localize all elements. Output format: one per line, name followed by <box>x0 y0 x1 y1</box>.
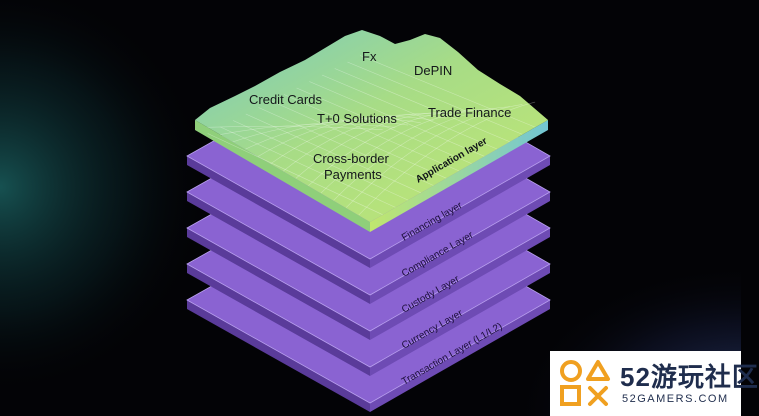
terrain-grid-line <box>232 120 409 143</box>
stack-layer-side-left <box>187 228 370 340</box>
terrain-grid-line <box>245 118 421 150</box>
terrain-grid-line <box>207 125 383 130</box>
app-item-trade-finance: Trade Finance <box>428 105 511 120</box>
terrain-grid-line <box>347 61 523 135</box>
application-layer-side-right <box>370 120 548 232</box>
app-item-cross-border: Cross-border <box>313 151 390 166</box>
terrain-grid <box>207 55 536 216</box>
terrain-grid-line <box>207 133 383 215</box>
application-layer-terrain <box>195 30 548 222</box>
terrain-grid-line <box>309 81 485 157</box>
app-item-fx: Fx <box>362 49 377 64</box>
stack-layer-side-left <box>187 192 370 304</box>
terrain-grid-line <box>270 114 447 165</box>
app-item-payments: Payments <box>324 167 382 182</box>
terrain-grid-line <box>321 74 498 150</box>
watermark: 52游玩社区 52GAMERS.COM <box>550 351 758 416</box>
terrain-grid-line <box>334 68 510 142</box>
diagram-canvas: Transaction Layer (L1/L2)Currency LayerC… <box>0 0 741 416</box>
terrain-grid-line <box>358 101 536 216</box>
gamepad-buttons-icon <box>560 360 610 406</box>
watermark-site: 52GAMERS.COM <box>622 393 729 405</box>
stack-layer-side-left <box>187 300 370 412</box>
terrain-grid-line <box>359 55 536 128</box>
watermark-logo-text: 52游玩社区 <box>620 362 759 392</box>
stack-layer-side-left <box>187 156 370 268</box>
terrain-grid-line <box>258 107 434 186</box>
terrain-grid-line <box>333 106 510 201</box>
terrain-grid-line <box>308 110 485 186</box>
stack-layer-side-right <box>370 192 550 304</box>
stack-layer-side-right <box>370 300 550 412</box>
stack-layer-side-right <box>370 156 550 268</box>
terrain-grid-line <box>220 126 396 208</box>
terrain-grid-line <box>283 94 460 172</box>
app-item-credit-cards: Credit Cards <box>249 92 322 107</box>
terrain-grid-line <box>283 113 459 172</box>
terrain-grid-line <box>220 123 396 135</box>
terrain-grid-line <box>232 120 409 201</box>
terrain-grid-line <box>295 111 472 179</box>
terrain-grid-line <box>296 87 472 164</box>
stack-layer-side-right <box>370 228 550 340</box>
stack-layer-side-right <box>370 264 550 376</box>
terrain-grid-line <box>271 100 447 179</box>
terrain-grid-line <box>345 104 523 208</box>
stack-layer-side-left <box>187 264 370 376</box>
terrain-grid-line <box>257 116 434 157</box>
terrain-grid-line <box>245 113 421 194</box>
application-layer-side-left <box>195 120 370 232</box>
terrain-grid-line <box>320 108 498 194</box>
app-item-depin: DePIN <box>414 63 452 78</box>
app-item-t0-solutions: T+0 Solutions <box>317 111 397 126</box>
application-layer: Fx DePIN Credit Cards T+0 Solutions Trad… <box>195 30 548 232</box>
